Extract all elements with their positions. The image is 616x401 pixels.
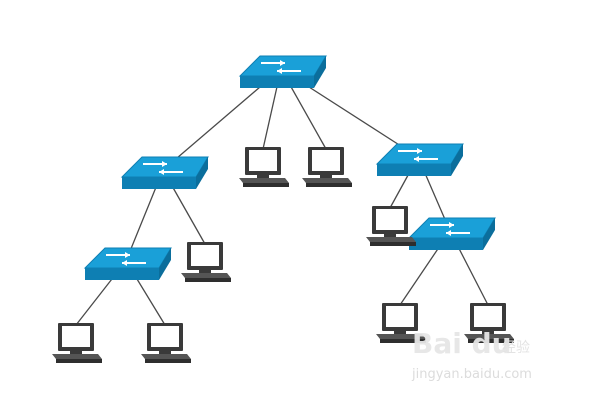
network-nodes [52,55,514,363]
watermark-subtitle: 经验 [502,340,530,356]
pc-core-1-desktop-computer-icon [239,147,289,187]
pc-left-1-desktop-computer-icon [181,242,231,282]
watermark-url: jingyan.baidu.com [411,367,532,382]
pc-right-lower-1-desktop-computer-icon [376,303,426,343]
switch-right-network-switch-icon [375,143,464,176]
watermark: Bai du 经验 jingyan.baidu.com [411,327,532,382]
switch-left-network-switch-icon [120,156,209,189]
pc-left-lower-2-desktop-computer-icon [141,323,191,363]
switch-right-lower-network-switch-icon [407,217,496,250]
watermark-logo: Bai du [412,327,512,360]
core-switch-network-switch-icon [238,55,327,88]
pc-right-lower-2-desktop-computer-icon [464,303,514,343]
switch-left-lower-network-switch-icon [83,247,172,280]
pc-left-lower-1-desktop-computer-icon [52,323,102,363]
pc-core-2-desktop-computer-icon [302,147,352,187]
pc-right-1-desktop-computer-icon [366,206,416,246]
connection-lines [75,68,489,326]
